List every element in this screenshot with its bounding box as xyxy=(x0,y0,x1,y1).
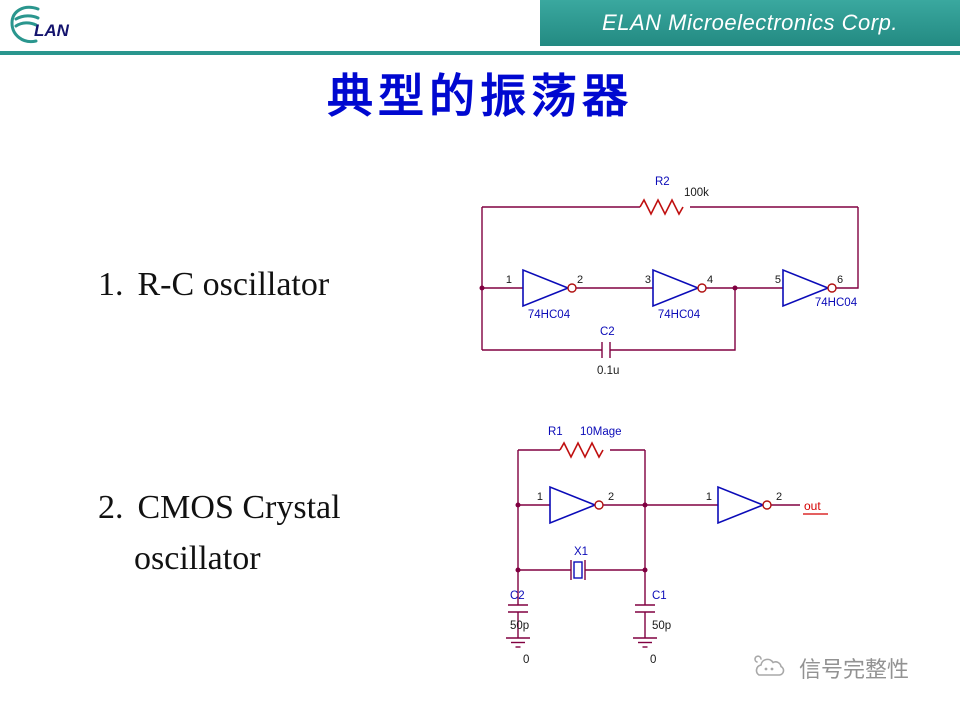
c2-value-label: 50p xyxy=(510,620,529,632)
inverter-bubble-icon xyxy=(762,500,772,510)
gate2-name-label: 74HC04 xyxy=(658,309,701,321)
gate2-pin-out: 2 xyxy=(776,491,782,503)
inverter-bubble-icon xyxy=(827,283,837,293)
r1-value-label: 10Mage xyxy=(580,426,622,438)
junction-dot xyxy=(515,567,521,573)
gate1-name-label: 74HC04 xyxy=(528,309,571,321)
gate3-name-label: 74HC04 xyxy=(815,297,858,309)
inverter-bubble-icon xyxy=(594,500,604,510)
r2-ref-label: R2 xyxy=(655,176,670,188)
elan-logo-swirl-icon xyxy=(10,5,40,44)
gate1-pin-in: 1 xyxy=(537,491,543,503)
r2-value-label: 100k xyxy=(684,187,709,199)
watermark-logo-icon xyxy=(754,655,785,676)
rc-wires xyxy=(481,206,859,351)
junction-dot xyxy=(642,567,648,573)
gate2-pin-out: 4 xyxy=(707,274,713,286)
header: LAN ELAN Microelectronics Corp. xyxy=(0,0,960,50)
resistor-r2-icon xyxy=(639,198,684,216)
list-item-2-line1: 2. CMOS Crystal xyxy=(98,489,341,527)
inverter-gate-1-icon xyxy=(522,268,577,308)
elan-logo-icon: LAN xyxy=(10,5,70,44)
inverter-bubble-icon xyxy=(567,283,577,293)
gate2-pin-in: 3 xyxy=(645,274,651,286)
capacitor-c2-icon xyxy=(601,342,611,358)
c1-value-label: 50p xyxy=(652,620,671,632)
c2-value-label: 0.1u xyxy=(597,365,619,377)
rc-oscillator-schematic: R2 100k 1 2 74HC04 3 4 74HC04 5 6 74HC04… xyxy=(479,176,859,377)
inverter-bubble-icon xyxy=(697,283,707,293)
gate3-pin-in: 5 xyxy=(775,274,781,286)
watermark-text: 信号完整性 xyxy=(799,657,910,682)
c2-ref-label: C2 xyxy=(600,326,615,338)
gate3-pin-out: 6 xyxy=(837,274,843,286)
ground-symbol-left-icon xyxy=(506,637,530,648)
gate1-pin-in: 1 xyxy=(506,274,512,286)
inverter-gate-2-icon xyxy=(652,268,707,308)
inverter-gate-2-icon xyxy=(717,485,772,525)
capacitor-c1-icon xyxy=(635,604,655,613)
list-item-2-number: 2. xyxy=(98,489,124,526)
gate1-pin-out: 2 xyxy=(577,274,583,286)
list-item-1-text: R-C oscillator xyxy=(137,266,330,303)
header-rule xyxy=(0,51,960,55)
crystal-oscillator-schematic: R1 10Mage 1 2 1 2 out X1 C2 50p C1 50p 0… xyxy=(506,426,828,666)
resistor-r1-icon xyxy=(559,441,604,459)
junction-dot xyxy=(515,502,521,508)
ground-symbol-right-icon xyxy=(633,637,657,648)
capacitor-c2-icon xyxy=(508,604,528,613)
ground-net-label-right: 0 xyxy=(650,654,656,666)
inverter-gate-1-icon xyxy=(549,485,604,525)
watermark: 信号完整性 xyxy=(752,652,909,684)
x1-ref-label: X1 xyxy=(574,546,588,558)
junction-dot xyxy=(732,285,738,291)
inverter-gate-3-icon xyxy=(782,268,837,308)
page-title: 典型的振荡器 xyxy=(327,69,633,123)
elan-logo-text: LAN xyxy=(34,21,70,40)
c1-ref-label: C1 xyxy=(652,590,667,602)
list-item-1: 1. R-C oscillator xyxy=(98,266,329,304)
xtal-wires xyxy=(517,449,800,638)
company-name: ELAN Microelectronics Corp. xyxy=(602,10,898,35)
junction-dot xyxy=(479,285,485,291)
gate1-pin-out: 2 xyxy=(608,491,614,503)
c2-ref-label: C2 xyxy=(510,590,525,602)
junction-dot xyxy=(642,502,648,508)
gate2-pin-in: 1 xyxy=(706,491,712,503)
out-net-label: out xyxy=(804,499,821,513)
crystal-x1-icon xyxy=(570,560,586,580)
list-item-2-text-line1: CMOS Crystal xyxy=(137,489,341,526)
company-banner: ELAN Microelectronics Corp. xyxy=(540,0,960,46)
list-item-2-text-line2: oscillator xyxy=(134,540,261,577)
list-item-1-number: 1. xyxy=(98,266,124,303)
r1-ref-label: R1 xyxy=(548,426,563,438)
ground-net-label-left: 0 xyxy=(523,654,529,666)
list-item-2-line2: oscillator xyxy=(134,540,261,578)
